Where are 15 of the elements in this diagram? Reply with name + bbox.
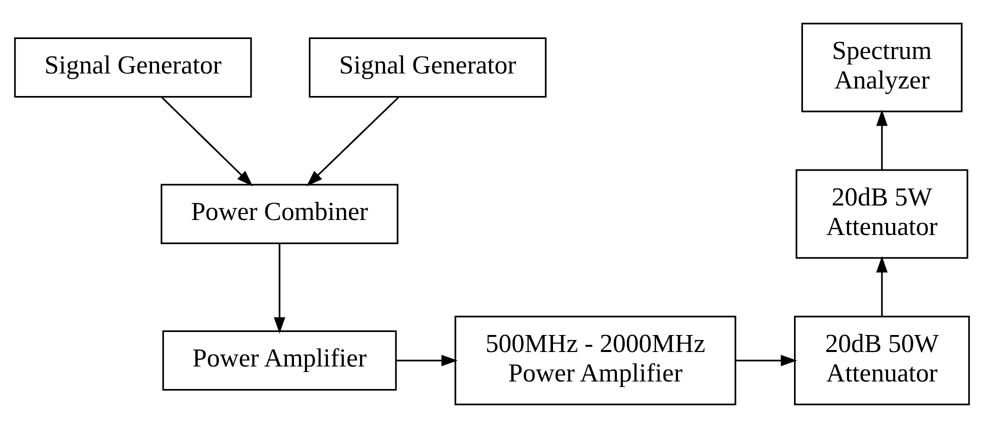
- node-box: Power Amplifier: [162, 330, 397, 390]
- arrow: [306, 96, 399, 186]
- node-box: 20dB 50W Attenuator: [794, 315, 970, 405]
- arrow: [736, 354, 798, 366]
- node-box: 500MHz - 2000MHz Power Amplifier: [454, 315, 736, 405]
- arrow: [396, 354, 458, 366]
- node-box: Power Combiner: [160, 183, 398, 244]
- arrow: [876, 256, 888, 316]
- arrow: [161, 96, 253, 186]
- node-box: Spectrum Analyzer: [801, 22, 963, 112]
- node-box: Signal Generator: [14, 36, 252, 98]
- arrow: [876, 109, 888, 170]
- node-box: 20dB 5W Attenuator: [796, 168, 968, 258]
- arrow: [274, 243, 286, 334]
- node-box: Signal Generator: [308, 36, 547, 98]
